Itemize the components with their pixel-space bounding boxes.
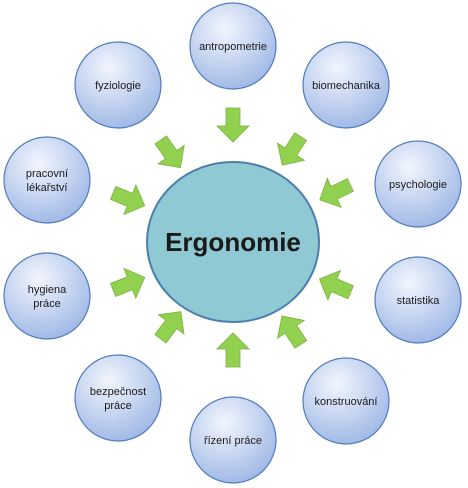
node-label: hygiena <box>28 284 67 296</box>
node-pracovni-lekarstvi: pracovní lékařství <box>3 136 91 224</box>
arrow-rizeni-prace <box>216 332 250 368</box>
node-circle <box>374 140 462 228</box>
center-label: Ergonomie <box>165 227 301 257</box>
center-circle <box>146 161 320 323</box>
node-biomechanika: biomechanika <box>302 41 390 129</box>
node-circle <box>374 256 462 344</box>
node-circle <box>189 2 277 90</box>
node-label: bezpečnost <box>90 386 146 398</box>
node-label: psychologie <box>389 179 447 191</box>
node-label: lékařství <box>27 182 68 194</box>
node-bezpecnost-prace: bezpečnost práce <box>74 354 162 442</box>
node-circle <box>74 354 162 442</box>
node-label: řízení práce <box>204 435 262 447</box>
arrow-konstruovani <box>276 315 308 349</box>
node-label: fyziologie <box>95 80 141 92</box>
node-konstruovani: konstruování <box>302 357 390 445</box>
arrow-biomechanika <box>276 132 308 166</box>
node-label: práce <box>104 400 132 412</box>
node-antropometrie: antropometrie <box>189 2 277 90</box>
arrow-hygiena-prace <box>110 267 146 300</box>
arrow-psychologie <box>319 177 354 208</box>
node-fyziologie: fyziologie <box>74 41 162 129</box>
nodes-layer: antropometrie biomechanika psychologie stat… <box>3 2 462 484</box>
node-rizeni-prace: řízení práce <box>189 396 277 484</box>
arrow-pracovni-lekarstvi <box>110 183 146 216</box>
arrows-layer <box>110 107 354 368</box>
node-label: práce <box>33 298 61 310</box>
node-psychologie: psychologie <box>374 140 462 228</box>
node-label: pracovní <box>26 168 68 180</box>
node-label: biomechanika <box>312 80 381 92</box>
node-circle <box>74 41 162 129</box>
arrow-antropometrie <box>216 107 250 143</box>
node-label: antropometrie <box>199 41 267 53</box>
node-statistika: statistika <box>374 256 462 344</box>
node-hygiena-prace: hygiena práce <box>3 252 91 340</box>
node-label: konstruování <box>315 396 378 408</box>
node-circle <box>3 252 91 340</box>
arrow-bezpecnost-prace <box>154 311 185 344</box>
node-circle <box>3 136 91 224</box>
arrow-statistika <box>318 269 354 301</box>
node-label: statistika <box>397 295 441 307</box>
node-circle <box>302 357 390 445</box>
arrow-fyziologie <box>154 135 185 169</box>
center-node: Ergonomie <box>146 161 320 323</box>
node-circle <box>189 396 277 484</box>
node-circle <box>302 41 390 129</box>
